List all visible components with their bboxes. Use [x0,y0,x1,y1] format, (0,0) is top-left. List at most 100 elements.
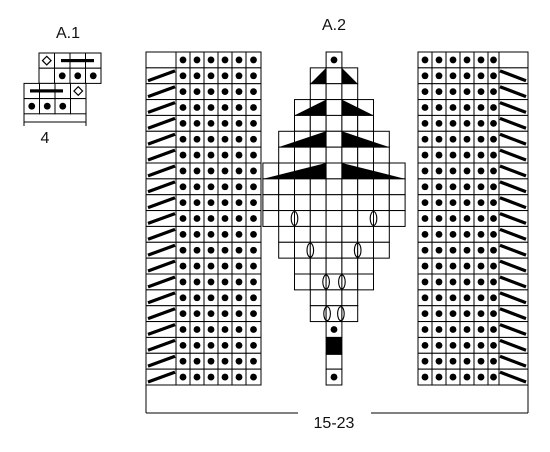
dot-stitch [207,262,215,270]
chart-cell [325,210,343,227]
dot-stitch [235,326,243,333]
chart-cell [294,114,311,132]
chart-cell [262,178,280,196]
dot-stitch [207,294,215,302]
dot-stitch [421,310,429,318]
dot-stitch [490,135,497,143]
dot-stitch [449,88,457,96]
dot-stitch [477,215,485,222]
dot-stitch [477,88,485,96]
dot-stitch [449,326,457,333]
dot-stitch [435,310,443,318]
dot-stitch [193,230,201,238]
dot-stitch [207,373,215,381]
dot-stitch [193,135,201,143]
dot-stitch [477,246,485,254]
dot-stitch [250,278,257,286]
width-rulers [23,114,529,414]
chart-cell [373,225,390,243]
dot-stitch [463,373,471,381]
dot-stitch [435,246,443,254]
dot-stitch [207,151,215,159]
chart-cell [294,225,311,243]
dot-stitch [193,294,201,302]
dot-stitch [28,102,36,110]
dot-stitch [221,326,229,333]
dot-stitch [193,72,201,80]
dot-stitch [449,373,457,381]
dot-stitch [250,135,257,143]
dot-stitch [179,183,187,191]
slash-stitch [147,196,176,210]
chart-cell [294,273,311,291]
dot-stitch [221,72,229,80]
dot-stitch [449,357,457,365]
dot-stitch [193,88,201,96]
dot-stitch [490,262,497,270]
chart-cell [388,210,406,227]
slash-stitch [499,69,527,83]
dot-stitch [435,183,443,191]
dot-stitch [250,341,257,349]
triangle-left-stitch [294,99,327,116]
dot-stitch [235,215,243,222]
dot-stitch [250,151,257,159]
triangle-left-stitch [278,131,327,148]
dot-stitch [179,56,187,64]
chart-cell [341,114,359,132]
chart-cell [294,146,311,164]
chart-cell [294,257,311,275]
dot-stitch [449,135,457,143]
dot-stitch [250,215,257,222]
solid-square-stitch [326,337,342,355]
triangle-right-stitch [341,99,374,116]
dot-stitch [421,167,429,175]
dot-stitch [207,326,215,333]
dot-stitch [221,294,229,302]
dot-stitch [435,230,443,238]
chart-cell [357,225,375,243]
dot-stitch [193,373,201,381]
chart-cell [325,146,343,164]
dot-stitch [179,215,187,222]
dot-stitch [207,56,215,64]
chart-cell [38,52,55,69]
dot-stitch [221,88,229,96]
dot-stitch [235,230,243,238]
slash-stitch [147,180,176,194]
chart-cell [341,305,359,323]
dot-stitch [421,278,429,286]
chart-cell [325,352,343,370]
triangle-left-stitch [262,163,327,179]
dot-stitch [193,246,201,254]
dot-stitch [490,326,497,333]
chart-cell [341,210,359,227]
dot-stitch [207,215,215,222]
triangle-left-stitch [310,67,327,84]
slash-stitch [147,323,176,336]
dot-stitch [435,167,443,175]
dot-stitch [490,373,497,381]
dot-stitch [463,119,471,127]
dot-stitch [207,104,215,111]
dot-stitch [207,310,215,318]
dot-stitch [221,56,229,64]
triangle-right-stitch [341,67,358,84]
dot-stitch [207,357,215,365]
dot-stitch [221,341,229,349]
dot-stitch [179,199,187,207]
slash-stitch [147,164,176,178]
dot-stitch [235,167,243,175]
dot-stitch [179,119,187,127]
chart-cell [341,146,359,164]
dot-stitch [250,294,257,302]
slash-stitch [147,101,176,114]
dot-stitch [207,341,215,349]
dot-stitch [463,230,471,238]
dot-stitch [179,341,187,349]
chart-symbols [28,55,527,384]
slash-stitch [499,164,527,178]
dot-stitch [463,183,471,191]
dot-stitch [449,72,457,80]
dot-stitch [477,310,485,318]
